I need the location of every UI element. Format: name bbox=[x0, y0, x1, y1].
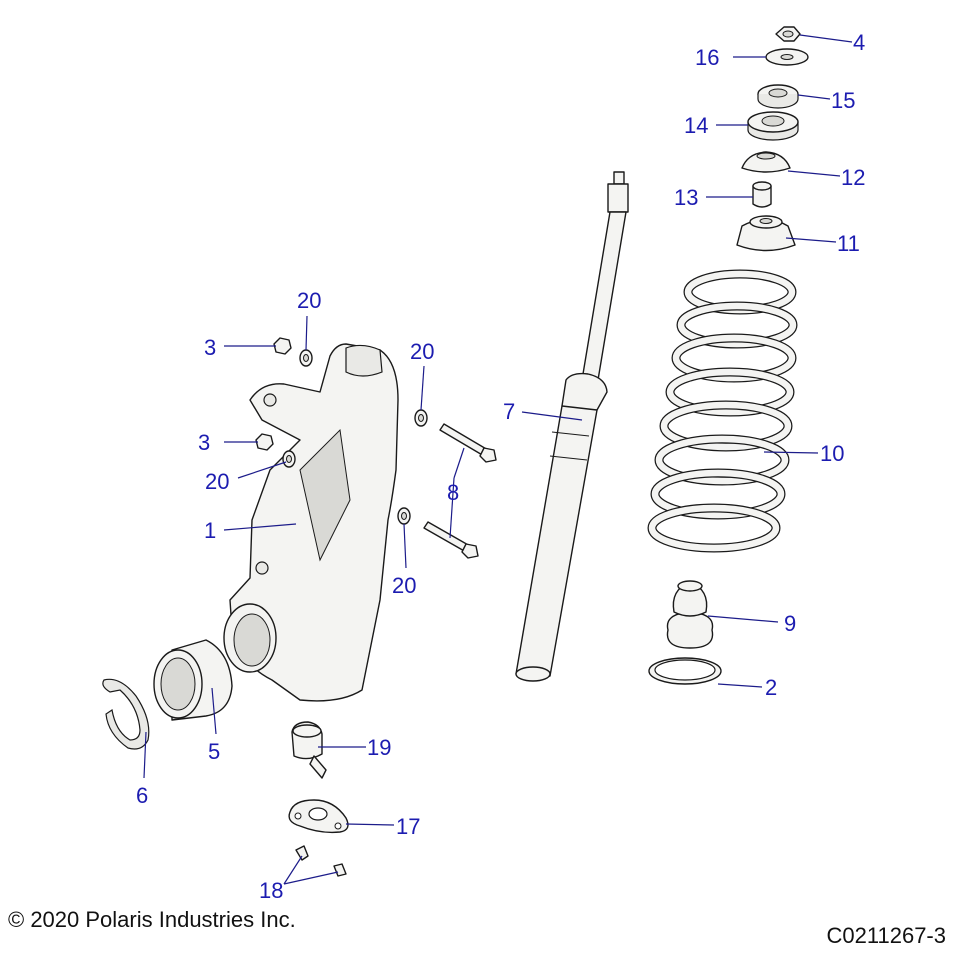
copyright-notice: © 2020 Polaris Industries Inc. bbox=[8, 907, 296, 932]
callout-12: 12 bbox=[841, 165, 865, 190]
part-4-nut bbox=[775, 26, 801, 42]
part-1-steering-knuckle bbox=[223, 343, 399, 702]
callouts: 4 16 15 14 12 13 11 20 3 20 7 3 20 8 10 … bbox=[136, 30, 865, 903]
part-12-cup bbox=[741, 151, 791, 173]
part-18-screw-b bbox=[333, 863, 347, 877]
leader-lines bbox=[143, 34, 853, 885]
callout-6: 6 bbox=[136, 783, 148, 808]
part-10-coil-spring bbox=[647, 269, 798, 553]
callout-17: 17 bbox=[396, 814, 420, 839]
callout-20-b: 20 bbox=[410, 339, 434, 364]
callout-2: 2 bbox=[765, 675, 777, 700]
callout-19: 19 bbox=[367, 735, 391, 760]
part-16-washer bbox=[765, 48, 809, 66]
callout-5: 5 bbox=[208, 739, 220, 764]
part-20-washer-a bbox=[299, 349, 313, 367]
part-13-spacer bbox=[752, 181, 772, 208]
callout-1: 1 bbox=[204, 518, 216, 543]
callout-7: 7 bbox=[503, 399, 515, 424]
callout-10: 10 bbox=[820, 441, 844, 466]
part-11-spring-seat bbox=[736, 215, 796, 252]
callout-13: 13 bbox=[674, 185, 698, 210]
callout-8: 8 bbox=[447, 480, 459, 505]
part-15-washer bbox=[757, 84, 799, 109]
part-8-bolt-lower bbox=[423, 521, 479, 559]
callout-14: 14 bbox=[684, 113, 708, 138]
callout-3-a: 3 bbox=[204, 335, 216, 360]
part-14-bearing bbox=[747, 111, 799, 141]
part-19-ball-joint bbox=[291, 721, 327, 779]
part-18-screw-a bbox=[295, 845, 309, 861]
callout-20-a: 20 bbox=[297, 288, 321, 313]
callout-20-d: 20 bbox=[392, 573, 416, 598]
part-17-retainer-plate bbox=[288, 799, 349, 834]
callout-18: 18 bbox=[259, 878, 283, 903]
callout-9: 9 bbox=[784, 611, 796, 636]
part-3-nut-upper bbox=[273, 337, 292, 355]
part-20-washer-c bbox=[282, 450, 296, 468]
part-20-washer-b bbox=[414, 409, 428, 427]
part-9-bump-stop bbox=[666, 580, 714, 649]
part-5-wheel-bearing bbox=[153, 639, 233, 721]
part-7-shock-absorber bbox=[515, 171, 629, 682]
callout-4: 4 bbox=[853, 30, 865, 55]
part-20-washer-d bbox=[397, 507, 411, 525]
callout-3-b: 3 bbox=[198, 430, 210, 455]
part-6-snap-ring bbox=[102, 678, 150, 750]
part-2-ring bbox=[648, 657, 722, 685]
callout-16: 16 bbox=[695, 45, 719, 70]
drawing-number: C0211267-3 bbox=[827, 923, 946, 948]
callout-20-c: 20 bbox=[205, 469, 229, 494]
callout-15: 15 bbox=[831, 88, 855, 113]
callout-11: 11 bbox=[837, 231, 860, 256]
part-8-bolt-upper bbox=[439, 423, 497, 463]
part-3-nut-lower bbox=[255, 433, 274, 451]
